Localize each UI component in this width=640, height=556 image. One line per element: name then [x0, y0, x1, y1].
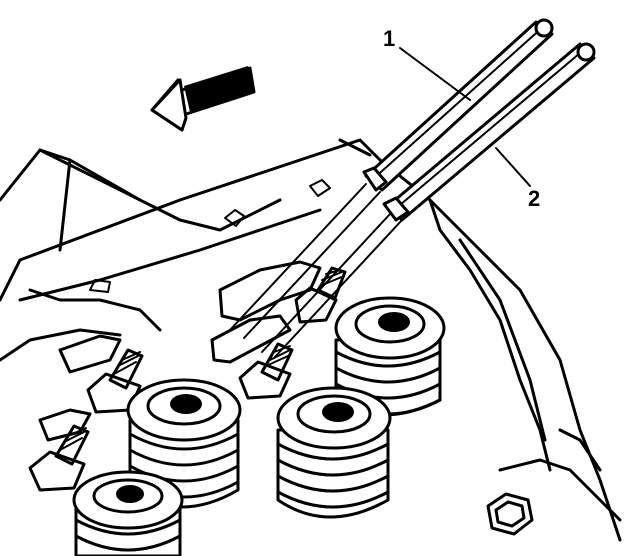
rocker-bolts	[28, 266, 534, 536]
valve-spring-group	[72, 296, 446, 556]
valve-spring	[72, 470, 184, 556]
push-rod-lower	[229, 183, 403, 359]
direction-arrow-icon	[150, 66, 256, 132]
callout-leaders	[399, 47, 531, 187]
callout-label-1: 1	[383, 26, 396, 51]
valve-spring	[276, 386, 392, 519]
push-rod-2	[382, 42, 596, 222]
cylinder-head-casting	[0, 138, 622, 542]
push-rod-1	[362, 18, 554, 192]
rocker-arms	[38, 260, 322, 442]
callout-label-2: 2	[528, 186, 541, 211]
